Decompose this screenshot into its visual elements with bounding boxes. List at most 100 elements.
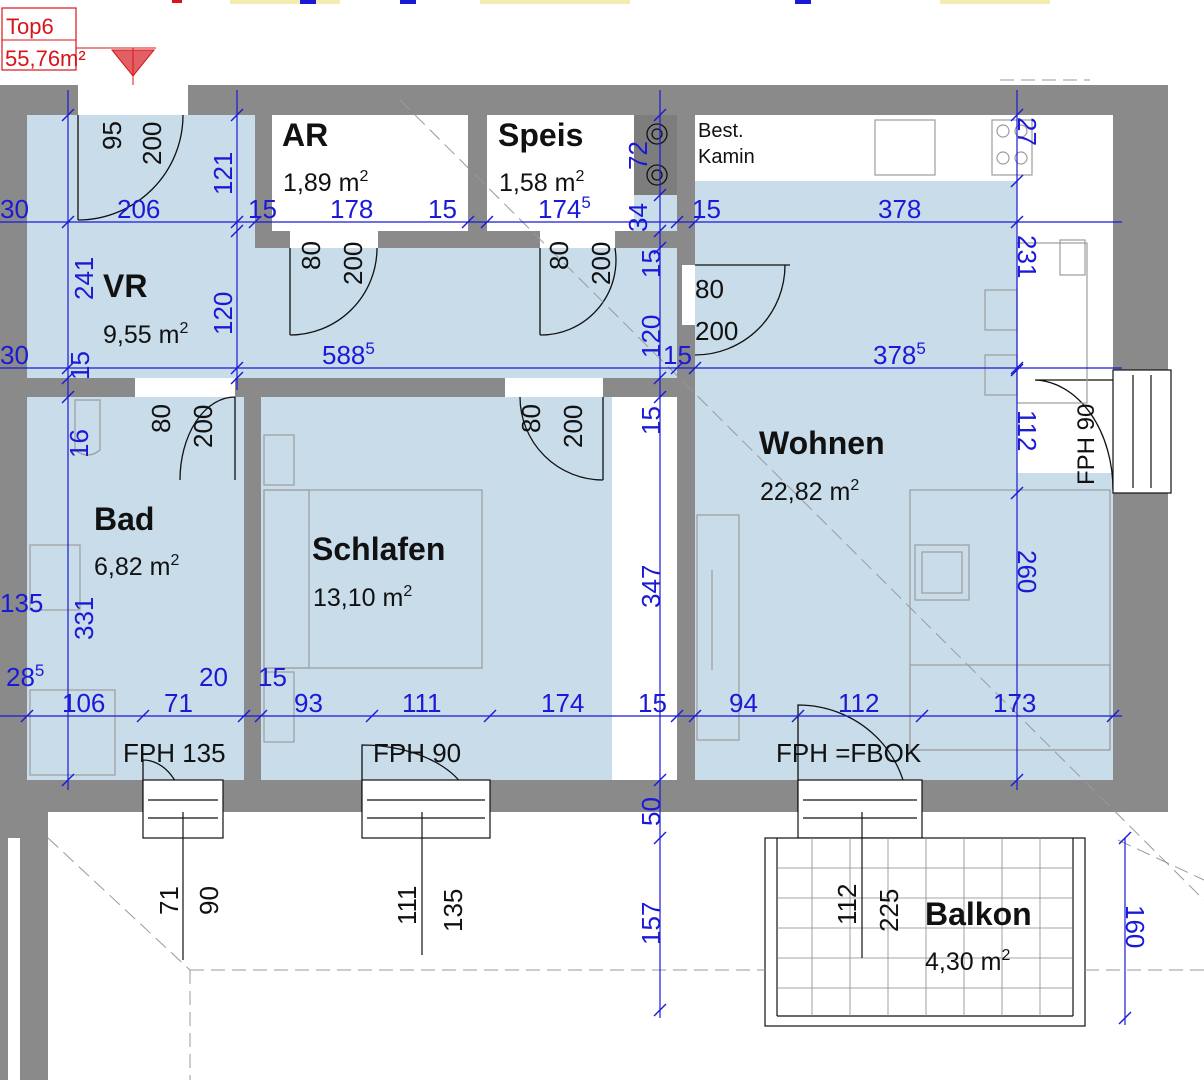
window-right bbox=[1112, 369, 1172, 494]
dimension-tick bbox=[1010, 215, 1024, 229]
dim-win-schlafen-0: 111 bbox=[392, 885, 422, 925]
room-name-ar: AR bbox=[282, 117, 328, 153]
dimension-tick bbox=[653, 108, 667, 122]
room-area-speis: 1,58 m2 bbox=[499, 168, 584, 197]
chimney bbox=[646, 123, 668, 186]
dimension-tick bbox=[230, 215, 244, 229]
window-dimensions: 71 90 111 135 112 225 bbox=[154, 812, 904, 960]
dim-win-bad-1: 90 bbox=[194, 886, 224, 915]
dim-h3-2: 71 bbox=[164, 688, 193, 718]
floor-bad bbox=[27, 397, 244, 780]
dim-door-wohnen-height: 200 bbox=[695, 316, 738, 346]
dim-v-right-0: 27 bbox=[1012, 117, 1042, 146]
room-name-schlafen: Schlafen bbox=[312, 531, 445, 567]
toilet bbox=[74, 399, 101, 456]
room-area-vr: 9,55 m2 bbox=[103, 320, 188, 349]
dimension-tick bbox=[61, 108, 75, 122]
dim-h1-1: 206 bbox=[117, 194, 160, 224]
dim-h3-6: 111 bbox=[402, 688, 442, 718]
dimension-tick bbox=[670, 361, 684, 375]
dimension-tick bbox=[653, 831, 667, 845]
dim-door-ar-height: 200 bbox=[338, 242, 368, 285]
dim-h2-0: 30 bbox=[0, 340, 29, 370]
dimension-tick bbox=[1010, 486, 1024, 500]
window-label-wohnen: FPH =FBOK bbox=[776, 738, 922, 768]
dim-h3-10: 112 bbox=[838, 688, 879, 718]
dimension-tick bbox=[653, 371, 667, 385]
dimension-tick bbox=[670, 215, 684, 229]
dim-door-bad-height: 200 bbox=[188, 405, 218, 448]
dim-h1-0: 30 bbox=[0, 194, 29, 224]
dimension-tick bbox=[230, 108, 244, 122]
dim-h1-2: 15 bbox=[248, 194, 277, 224]
dim-v-mid-7: 157 bbox=[636, 902, 666, 945]
dimension-tick bbox=[653, 188, 667, 202]
dimension-tick bbox=[483, 709, 497, 723]
chimney-label-1: Best. bbox=[698, 120, 744, 142]
dim-h3-0: 285 bbox=[6, 661, 44, 692]
dim-win-balkon-1: 225 bbox=[874, 889, 904, 932]
dim-h1-7: 15 bbox=[692, 194, 721, 224]
door-swing-bad bbox=[179, 396, 236, 481]
dim-door-ar-width: 80 bbox=[296, 241, 326, 270]
dimension-row-2: 30 5885 15 3785 bbox=[0, 339, 926, 370]
dim-h1-5: 1745 bbox=[538, 193, 591, 224]
window-swing-right bbox=[1034, 379, 1114, 491]
window-wohnen bbox=[797, 779, 923, 839]
dim-h3-5: 93 bbox=[294, 688, 323, 718]
dim-h3-1: 106 bbox=[62, 688, 105, 718]
dimension-column-right: 27 231 112 260 160 bbox=[1012, 117, 1150, 948]
plan-labels: Best. Kamin FPH 135 FPH 90 FPH =FBOK FPH… bbox=[123, 120, 1100, 768]
dimension-tick bbox=[20, 709, 34, 723]
bathroom-sink bbox=[29, 544, 81, 611]
dimension-tick bbox=[791, 709, 805, 723]
dim-v-left-5: 135 bbox=[0, 588, 43, 618]
dim-h1-3: 178 bbox=[330, 194, 373, 224]
dimension-row-1: 30 206 15 178 15 1745 34 15 378 bbox=[0, 193, 921, 232]
dim-h2-1: 5885 bbox=[322, 339, 375, 370]
unit-area: 55,76m² bbox=[5, 46, 86, 71]
dim-door-vr-width: 95 bbox=[97, 121, 127, 150]
dim-v-left-2: 120 bbox=[208, 292, 238, 335]
dim-h3-9: 94 bbox=[729, 688, 758, 718]
dimension-tick bbox=[1118, 831, 1132, 845]
dimension-tick bbox=[248, 215, 262, 229]
kitchen-counter bbox=[695, 115, 1113, 181]
dimension-tick bbox=[365, 709, 379, 723]
corridor-gap bbox=[8, 838, 20, 1080]
dim-door-bad-width: 80 bbox=[146, 404, 176, 433]
dimension-tick bbox=[653, 224, 667, 238]
dim-h3-7: 174 bbox=[541, 688, 584, 718]
dim-door-speis-height: 200 bbox=[586, 242, 616, 285]
dim-door-schlafen-width: 80 bbox=[516, 404, 546, 433]
dimension-tick bbox=[670, 709, 684, 723]
room-area-wohnen: 22,82 m2 bbox=[760, 477, 859, 506]
dim-h2-3: 3785 bbox=[873, 339, 926, 370]
dim-h1-4: 15 bbox=[428, 194, 457, 224]
dimension-column-left: 121 241 120 16 331 135 15 bbox=[0, 152, 238, 640]
door-swing-speis bbox=[539, 247, 617, 336]
room-area-balkon: 4,30 m2 bbox=[925, 947, 1010, 976]
dim-door-speis-width: 80 bbox=[544, 241, 574, 270]
room-area-schlafen: 13,10 m2 bbox=[313, 583, 412, 612]
dimension-tick bbox=[653, 1003, 667, 1017]
dimension-tick bbox=[254, 709, 268, 723]
dim-win-balkon-0: 112 bbox=[832, 884, 862, 925]
door-swing-wohnen-door bbox=[694, 264, 790, 356]
dimension-tick bbox=[61, 390, 75, 404]
room-name-bad: Bad bbox=[94, 501, 154, 537]
dim-v-mid-3: 120 bbox=[636, 315, 666, 358]
dim-v-mid-5: 347 bbox=[636, 565, 666, 608]
dim-v-left-1: 241 bbox=[69, 257, 99, 300]
dimension-tick bbox=[915, 709, 929, 723]
dimension-tick bbox=[1010, 773, 1024, 787]
dimension-tick bbox=[1118, 1011, 1132, 1025]
dimension-tick bbox=[61, 361, 75, 375]
room-name-balkon: Balkon bbox=[925, 896, 1032, 932]
dim-v-left-15: 15 bbox=[65, 351, 95, 380]
door-swing-entrance bbox=[77, 114, 184, 221]
dim-v-right-4: 160 bbox=[1120, 905, 1150, 948]
room-name-vr: VR bbox=[103, 268, 147, 304]
dim-h3-8: 15 bbox=[638, 688, 667, 718]
dimension-tick bbox=[230, 224, 244, 238]
